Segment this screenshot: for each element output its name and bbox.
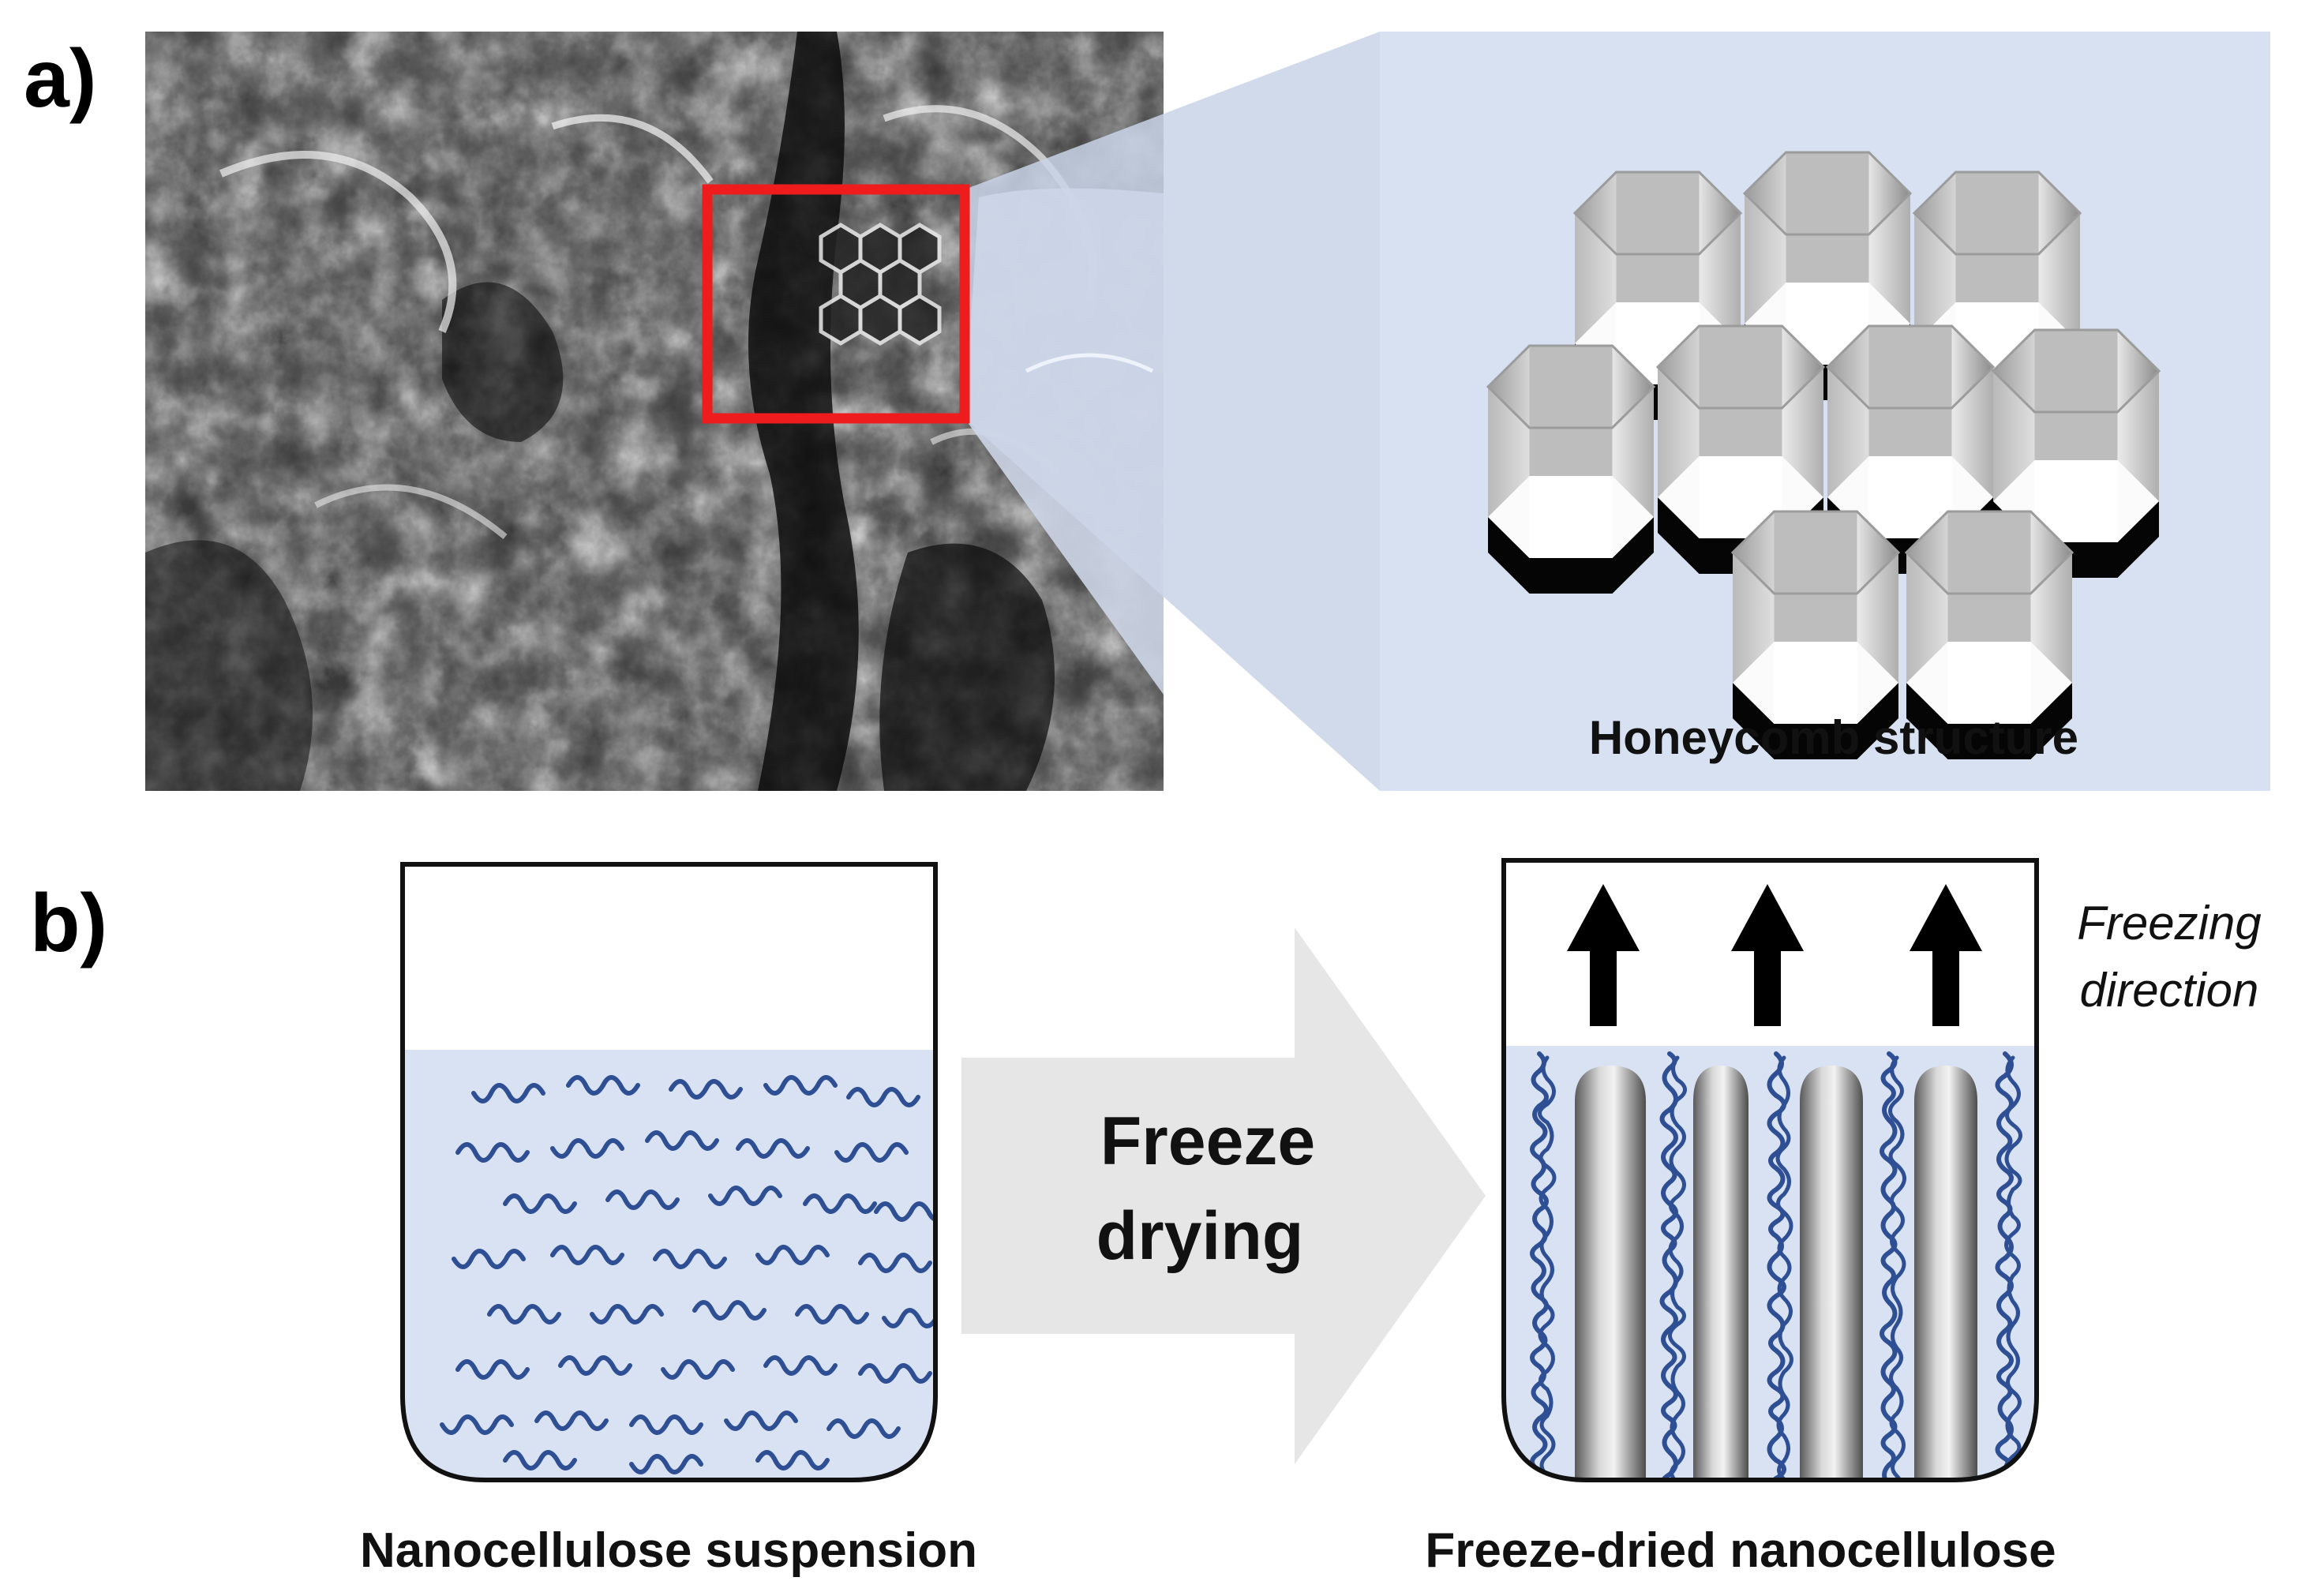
highlight-box — [702, 184, 970, 424]
nanocellulose-fiber — [503, 1193, 577, 1214]
nanocellulose-fiber — [724, 1411, 798, 1431]
nanocellulose-fiber — [795, 1304, 869, 1324]
nanocellulose-fiber — [629, 1414, 703, 1435]
panel-b-label: b) — [30, 878, 107, 969]
nanocellulose-fiber — [550, 1138, 624, 1159]
fiber-wall — [1668, 1055, 1687, 1480]
nanocellulose-fiber — [669, 1079, 743, 1100]
honeycomb-cell — [1730, 510, 1901, 759]
nanocellulose-fiber — [471, 1083, 545, 1103]
aligned-fiber-walls — [1530, 1051, 2022, 1480]
nanocellulose-fiber — [858, 1363, 932, 1384]
nanocellulose-fiber — [763, 1075, 838, 1096]
suspension-beaker — [400, 862, 938, 1482]
freezing-direction-line1: Freezing — [2077, 897, 2261, 950]
nanocellulose-fiber — [692, 1300, 766, 1321]
ice-pillars — [1575, 1066, 1977, 1480]
nanocellulose-fiber — [736, 1138, 810, 1159]
nanocellulose-fiber — [629, 1454, 703, 1474]
fiber-wall — [1775, 1055, 1793, 1480]
honeycomb-caption: Honeycomb structure — [1589, 711, 2078, 764]
panel-a-label: a) — [24, 33, 96, 125]
honeycomb-illustration — [1486, 151, 2161, 759]
nanocellulose-fiber — [590, 1304, 664, 1324]
nanocellulose-fiber — [826, 1418, 901, 1439]
nanocellulose-fiber — [653, 1249, 727, 1269]
nanocellulose-fiber — [455, 1359, 530, 1380]
nanocellulose-fiber — [755, 1245, 830, 1265]
process-label-line1: Freeze — [1100, 1103, 1316, 1179]
freeze-dried-caption: Freeze-dried nanocellulose — [1425, 1523, 2056, 1578]
nanocellulose-fiber — [755, 1450, 830, 1470]
nanocellulose-fiber — [882, 1308, 935, 1328]
nanocellulose-fiber — [534, 1411, 609, 1431]
up-arrow-3 — [1910, 884, 1982, 1026]
honeycomb-cell — [1655, 324, 1826, 574]
nanocellulose-fiber — [803, 1193, 877, 1214]
nanocellulose-fiber — [487, 1304, 561, 1324]
nanocellulose-fiber — [763, 1355, 838, 1376]
nanocellulose-fiber — [440, 1414, 514, 1435]
freezing-direction-line2: direction — [2080, 964, 2259, 1017]
honeycomb-cell — [1486, 344, 1656, 594]
honeycomb-cell — [1904, 510, 2074, 759]
fiber-wall — [1767, 1051, 1786, 1480]
nanocellulose-fiber — [858, 1253, 932, 1273]
fiber-wall — [1659, 1051, 1678, 1480]
up-arrow-2 — [1731, 884, 1804, 1026]
nanocellulose-fiber — [503, 1450, 577, 1470]
process-label-line2: drying — [1096, 1198, 1304, 1274]
nanocellulose-fiber — [834, 1142, 909, 1163]
nanocellulose-fiber — [550, 1245, 624, 1265]
nanocellulose-fiber — [566, 1075, 640, 1096]
nanocellulose-fiber — [605, 1190, 680, 1210]
fiber-wall — [2003, 1055, 2022, 1480]
fiber-wall — [1530, 1051, 1549, 1480]
dispersed-fibers — [440, 1075, 935, 1474]
nanocellulose-fiber — [452, 1249, 526, 1269]
nanocellulose-fiber — [846, 1087, 920, 1107]
fiber-wall — [1880, 1051, 1898, 1480]
fiber-wall — [1538, 1055, 1557, 1480]
nanocellulose-fiber — [645, 1130, 719, 1151]
nanocellulose-fiber — [708, 1186, 782, 1206]
nanocellulose-fiber — [558, 1355, 632, 1376]
freeze-dried-beaker — [1501, 858, 2039, 1482]
up-arrow-1 — [1567, 884, 1640, 1026]
nanocellulose-fiber — [455, 1142, 530, 1163]
process-arrow — [961, 927, 1486, 1464]
fiber-wall — [1888, 1055, 1906, 1480]
suspension-caption: Nanocellulose suspension — [360, 1523, 977, 1578]
nanocellulose-fiber — [661, 1359, 735, 1380]
fiber-wall — [1995, 1051, 2014, 1480]
